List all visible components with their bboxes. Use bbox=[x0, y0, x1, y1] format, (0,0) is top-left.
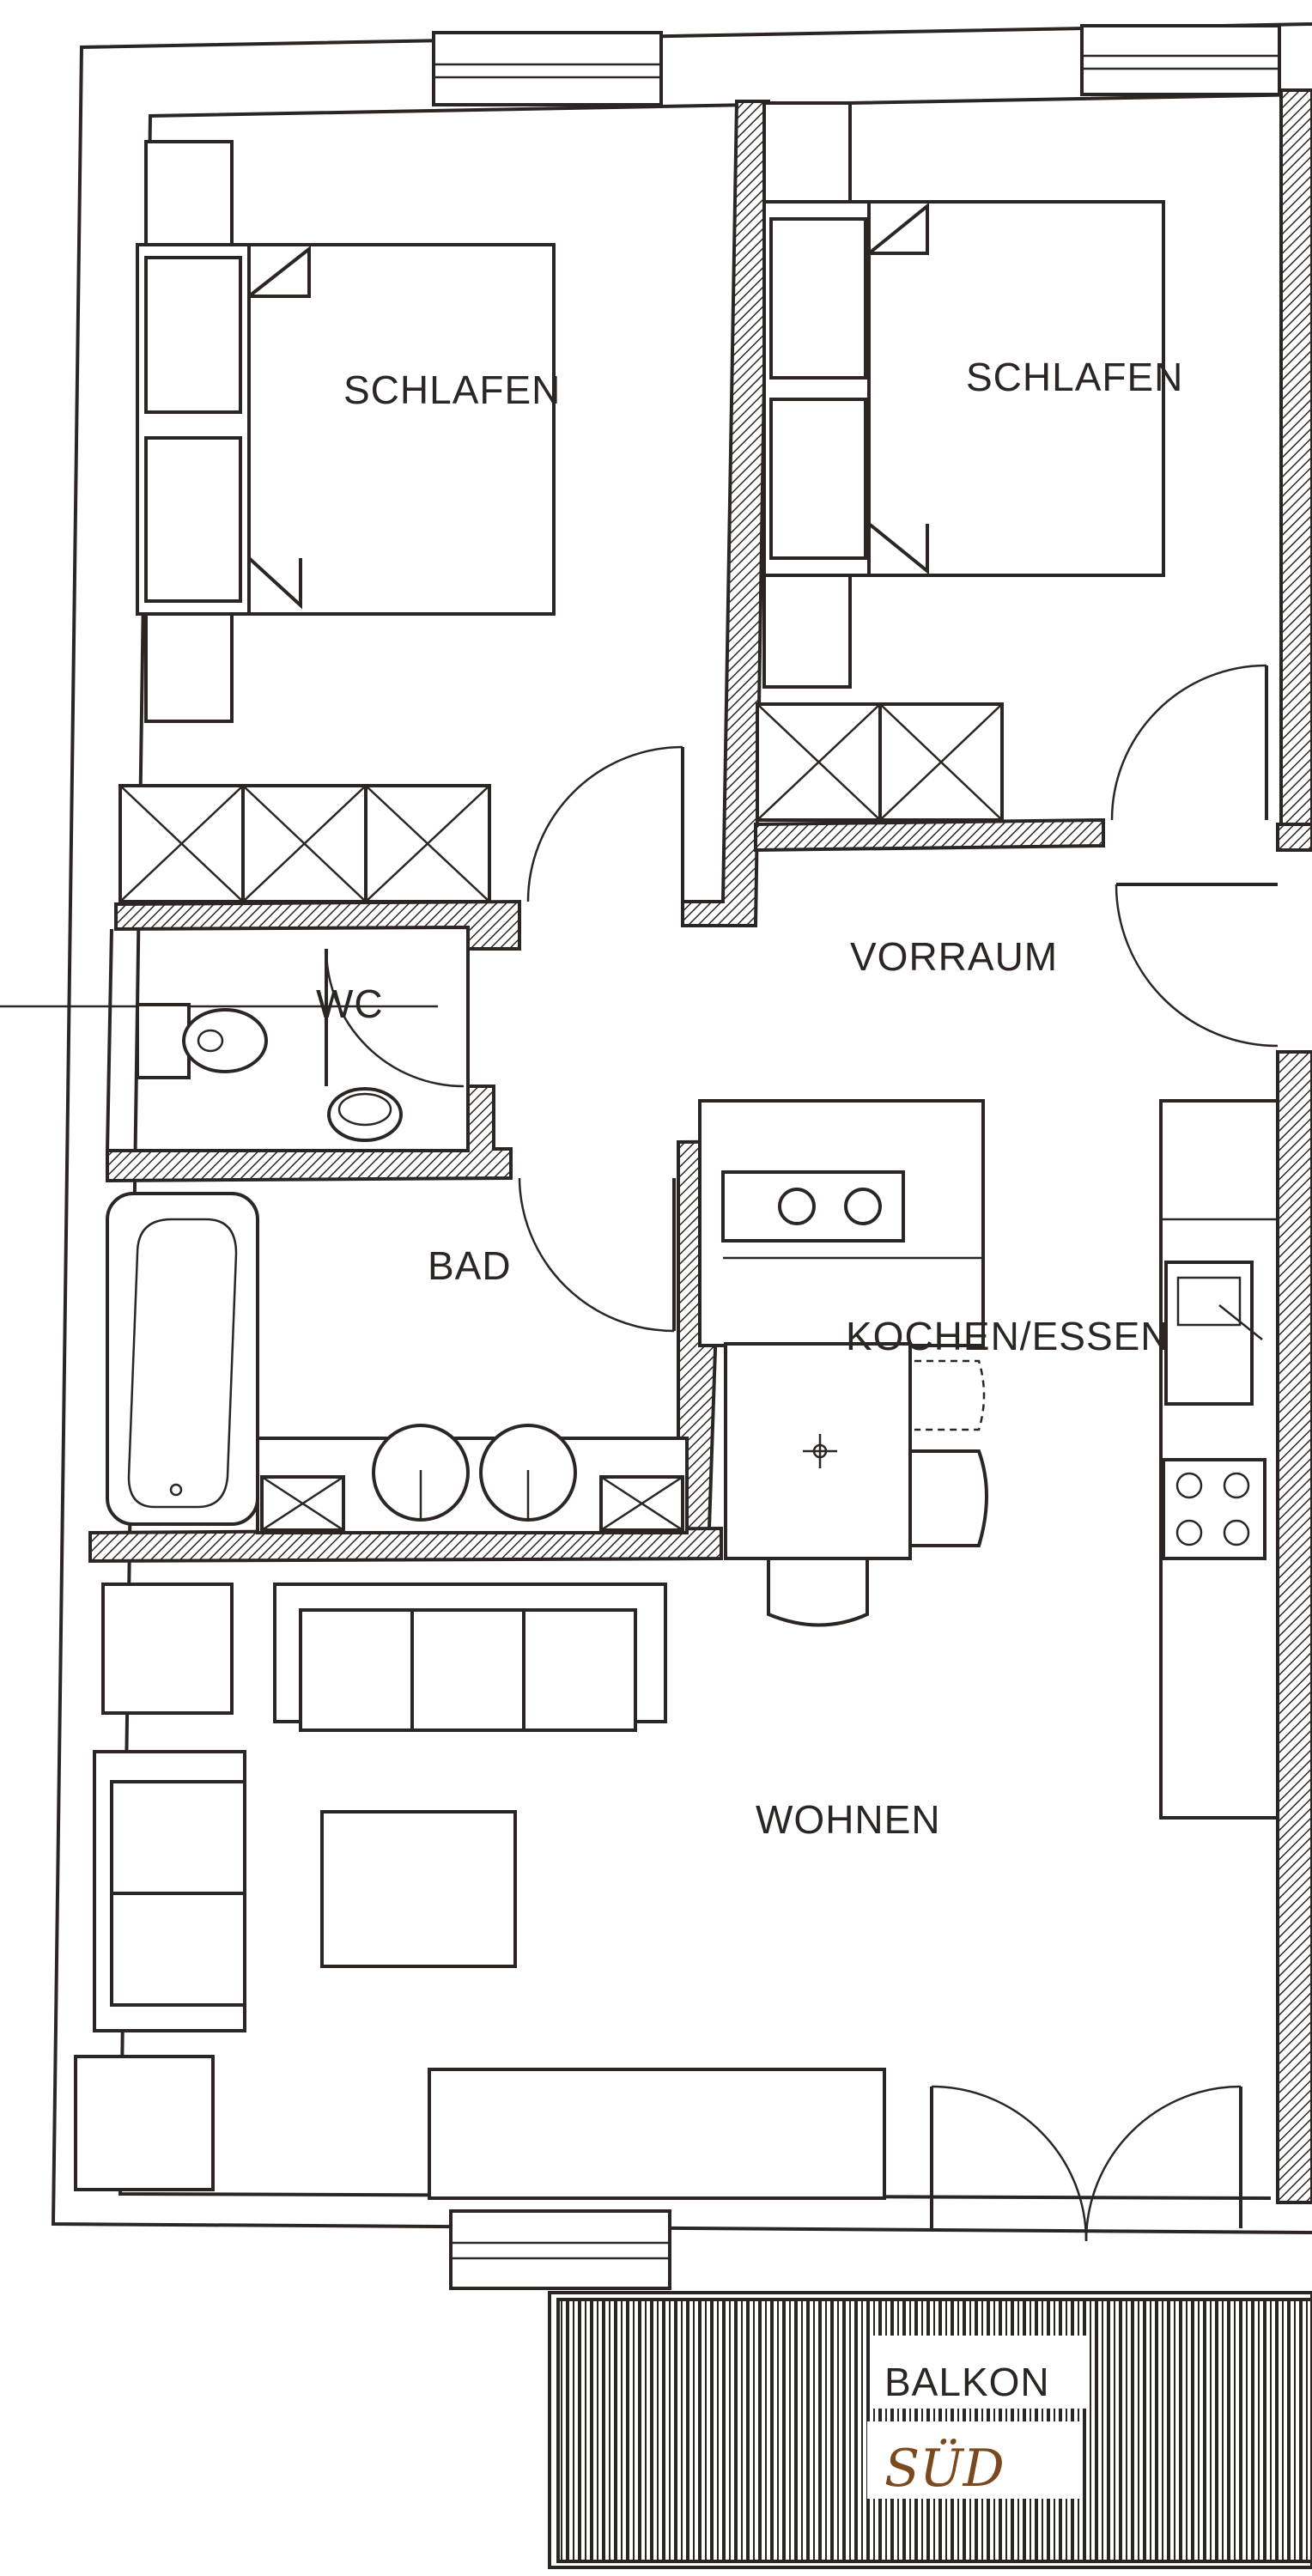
double-bed bbox=[762, 200, 1165, 577]
entrance-door bbox=[1115, 883, 1279, 1048]
kitchen-counter-left bbox=[698, 1099, 985, 1347]
label-bedroom-right: SCHLAFEN bbox=[966, 355, 1183, 399]
label-kitchen: KOCHEN/ESSEN bbox=[846, 1314, 1170, 1358]
label-south-annotation: SÜD bbox=[884, 2439, 1005, 2499]
window-bottom bbox=[449, 2209, 671, 2290]
bedroom-left: SCHLAFEN bbox=[118, 140, 684, 903]
sideboard bbox=[428, 2068, 886, 2200]
window-top-left bbox=[432, 31, 663, 106]
cabinet bbox=[74, 2055, 215, 2191]
door-wc bbox=[325, 948, 465, 1088]
bathroom: BAD bbox=[106, 1177, 689, 1534]
kitchen-sink bbox=[1164, 1261, 1263, 1406]
label-hallway: VORRAUM bbox=[850, 934, 1058, 979]
balcony-door bbox=[930, 2085, 1242, 2242]
side-table bbox=[101, 1583, 234, 1715]
door-bathroom bbox=[518, 1177, 676, 1333]
vanity bbox=[256, 1424, 689, 1534]
door-bedroom-left bbox=[526, 745, 684, 902]
wardrobe bbox=[756, 702, 1004, 822]
kitchen-counter-right bbox=[1159, 1099, 1279, 1820]
bathtub bbox=[106, 1192, 259, 1526]
balcony: BALKON SÜD bbox=[548, 2291, 1312, 2569]
outer-walls bbox=[0, 22, 1312, 2290]
label-bedroom-left: SCHLAFEN bbox=[343, 368, 561, 412]
bedroom-right: SCHLAFEN bbox=[756, 101, 1268, 822]
hand-basin bbox=[327, 1087, 403, 1142]
toilet bbox=[136, 1003, 268, 1079]
label-wc: WC bbox=[316, 981, 384, 1026]
double-bed bbox=[136, 243, 556, 616]
wc: WC bbox=[136, 948, 465, 1142]
dining-table bbox=[724, 1342, 988, 1627]
hallway: VORRAUM bbox=[850, 883, 1279, 1048]
door-bedroom-right bbox=[1110, 664, 1268, 821]
coffee-table bbox=[320, 1810, 517, 1968]
kitchen: KOCHEN/ESSEN bbox=[698, 1099, 1279, 1820]
wardrobe bbox=[118, 784, 491, 903]
cooktop bbox=[1162, 1458, 1266, 1560]
label-balcony: BALKON bbox=[884, 2360, 1050, 2404]
label-bath: BAD bbox=[428, 1243, 512, 1288]
living-room: WOHNEN bbox=[74, 1583, 1242, 2242]
sofa bbox=[273, 1583, 667, 1732]
armchair bbox=[93, 1750, 246, 2032]
window-top-right bbox=[1080, 24, 1281, 96]
label-living: WOHNEN bbox=[756, 1797, 941, 1842]
